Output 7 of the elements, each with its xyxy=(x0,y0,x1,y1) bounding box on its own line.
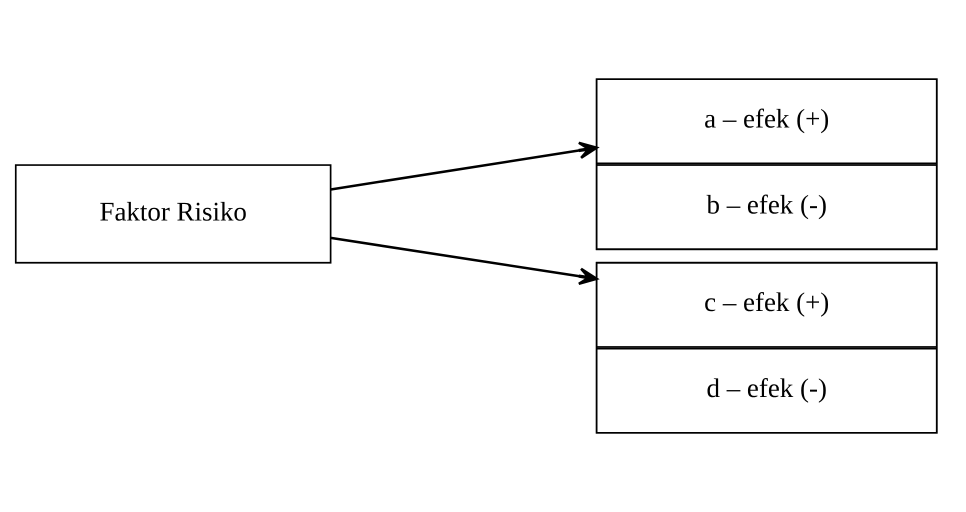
node-box: Faktor Risiko xyxy=(14,164,332,264)
arrow xyxy=(330,236,598,286)
node-box: a – efek (+) xyxy=(596,78,938,164)
node-box: c – efek (+) xyxy=(596,262,938,348)
arrow xyxy=(330,142,598,191)
node-box: d – efek (-) xyxy=(596,348,938,434)
node-box: b – efek (-) xyxy=(596,164,938,250)
